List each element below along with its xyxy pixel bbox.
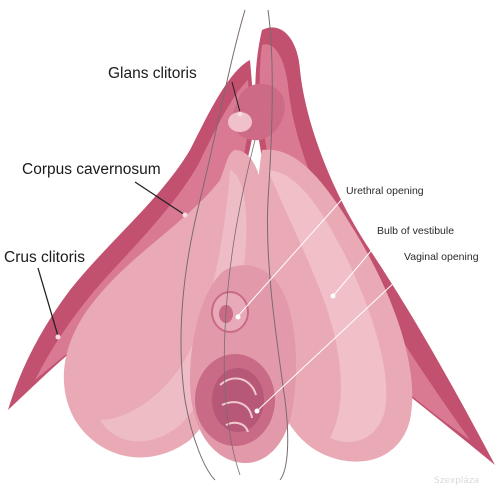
outline-mid (223, 139, 256, 476)
dot-urethral (235, 314, 241, 320)
dot-corpus (182, 212, 188, 218)
dot-vaginal (254, 408, 260, 414)
outline-left (180, 9, 246, 481)
leader-glans (231, 81, 241, 113)
label-corpus-cavernosum: Corpus cavernosum (22, 161, 161, 178)
dot-glans (237, 111, 243, 117)
dot-crus (55, 334, 61, 340)
leader-bulb (332, 237, 383, 297)
label-crus-clitoris: Crus clitoris (4, 249, 85, 266)
left-crus (8, 60, 255, 410)
dot-bulb (330, 293, 336, 299)
label-vaginal-opening: Vaginal opening (404, 251, 479, 263)
glans-tip (228, 112, 252, 132)
label-glans-clitoris: Glans clitoris (108, 65, 197, 82)
leader-vaginal (257, 265, 413, 411)
left-crus-inner (35, 80, 250, 380)
label-urethral-opening: Urethral opening (346, 185, 424, 197)
leader-urethral (237, 195, 346, 317)
right-bulb-highlight (268, 170, 387, 443)
watermark: Szexpláza (434, 476, 480, 486)
label-bulb-of-vestibule: Bulb of vestibule (377, 225, 455, 237)
leader-corpus (134, 181, 186, 216)
leader-crus (37, 267, 59, 337)
outline-right (266, 9, 289, 481)
